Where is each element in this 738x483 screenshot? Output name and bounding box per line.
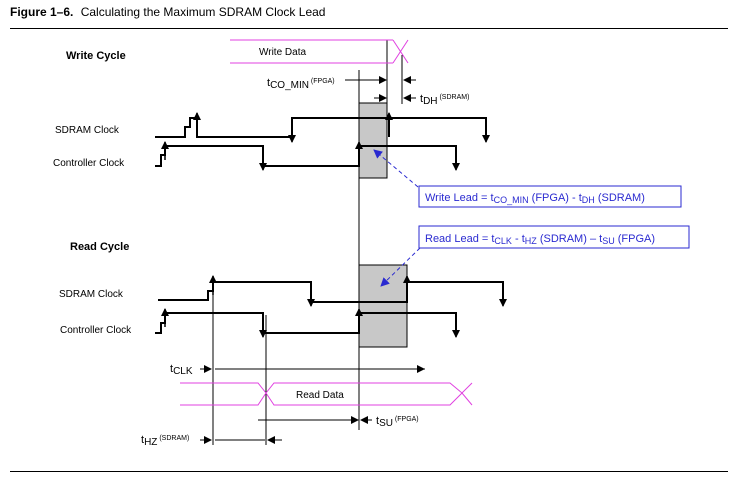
write-controller-clock-waveform xyxy=(155,145,457,167)
tclk-label: tCLK xyxy=(170,363,193,377)
reference-lines xyxy=(212,40,403,445)
read-cycle-heading: Read Cycle xyxy=(70,241,129,253)
read-lead-window xyxy=(358,264,408,348)
read-data-label: Read Data xyxy=(296,390,344,401)
tdh-label: tDH (SDRAM) xyxy=(420,93,469,107)
write-cycle-heading: Write Cycle xyxy=(66,50,126,62)
write-lead-window xyxy=(358,102,388,179)
write-data-label: Write Data xyxy=(259,47,306,58)
write-lead-formula: Write Lead = tCO_MIN (FPGA) - tDH (SDRAM… xyxy=(425,192,645,205)
read-controller-clock-label: Controller Clock xyxy=(60,325,132,336)
tco-min-label: tCO_MIN (FPGA) xyxy=(267,77,335,91)
top-rule xyxy=(10,28,728,29)
figure-caption: Figure 1–6. Calculating the Maximum SDRA… xyxy=(10,5,325,19)
read-lead-box xyxy=(418,225,690,249)
thz-label: tHZ (SDRAM) xyxy=(141,434,189,448)
read-data-bus xyxy=(180,382,473,406)
bottom-rule xyxy=(10,471,728,472)
write-sdram-clock-waveform xyxy=(155,117,487,138)
read-sdram-clock-waveform xyxy=(158,281,504,303)
read-lead-formula: Read Lead = tCLK - tHZ (SDRAM) – tSU (FP… xyxy=(425,233,655,246)
tsu-label: tSU (FPGA) xyxy=(376,415,419,429)
figure-label: Figure 1–6. xyxy=(10,5,74,19)
write-lead-box xyxy=(418,185,682,208)
write-lead-pointer xyxy=(373,149,419,188)
write-sdram-clock-label: SDRAM Clock xyxy=(55,125,120,136)
figure-title: Calculating the Maximum SDRAM Clock Lead xyxy=(80,5,326,19)
read-lead-pointer xyxy=(380,247,421,287)
read-controller-clock-waveform xyxy=(155,312,457,334)
read-sdram-clock-label: SDRAM Clock xyxy=(59,289,124,300)
write-data-bus xyxy=(230,39,409,64)
write-controller-clock-label: Controller Clock xyxy=(53,158,125,169)
